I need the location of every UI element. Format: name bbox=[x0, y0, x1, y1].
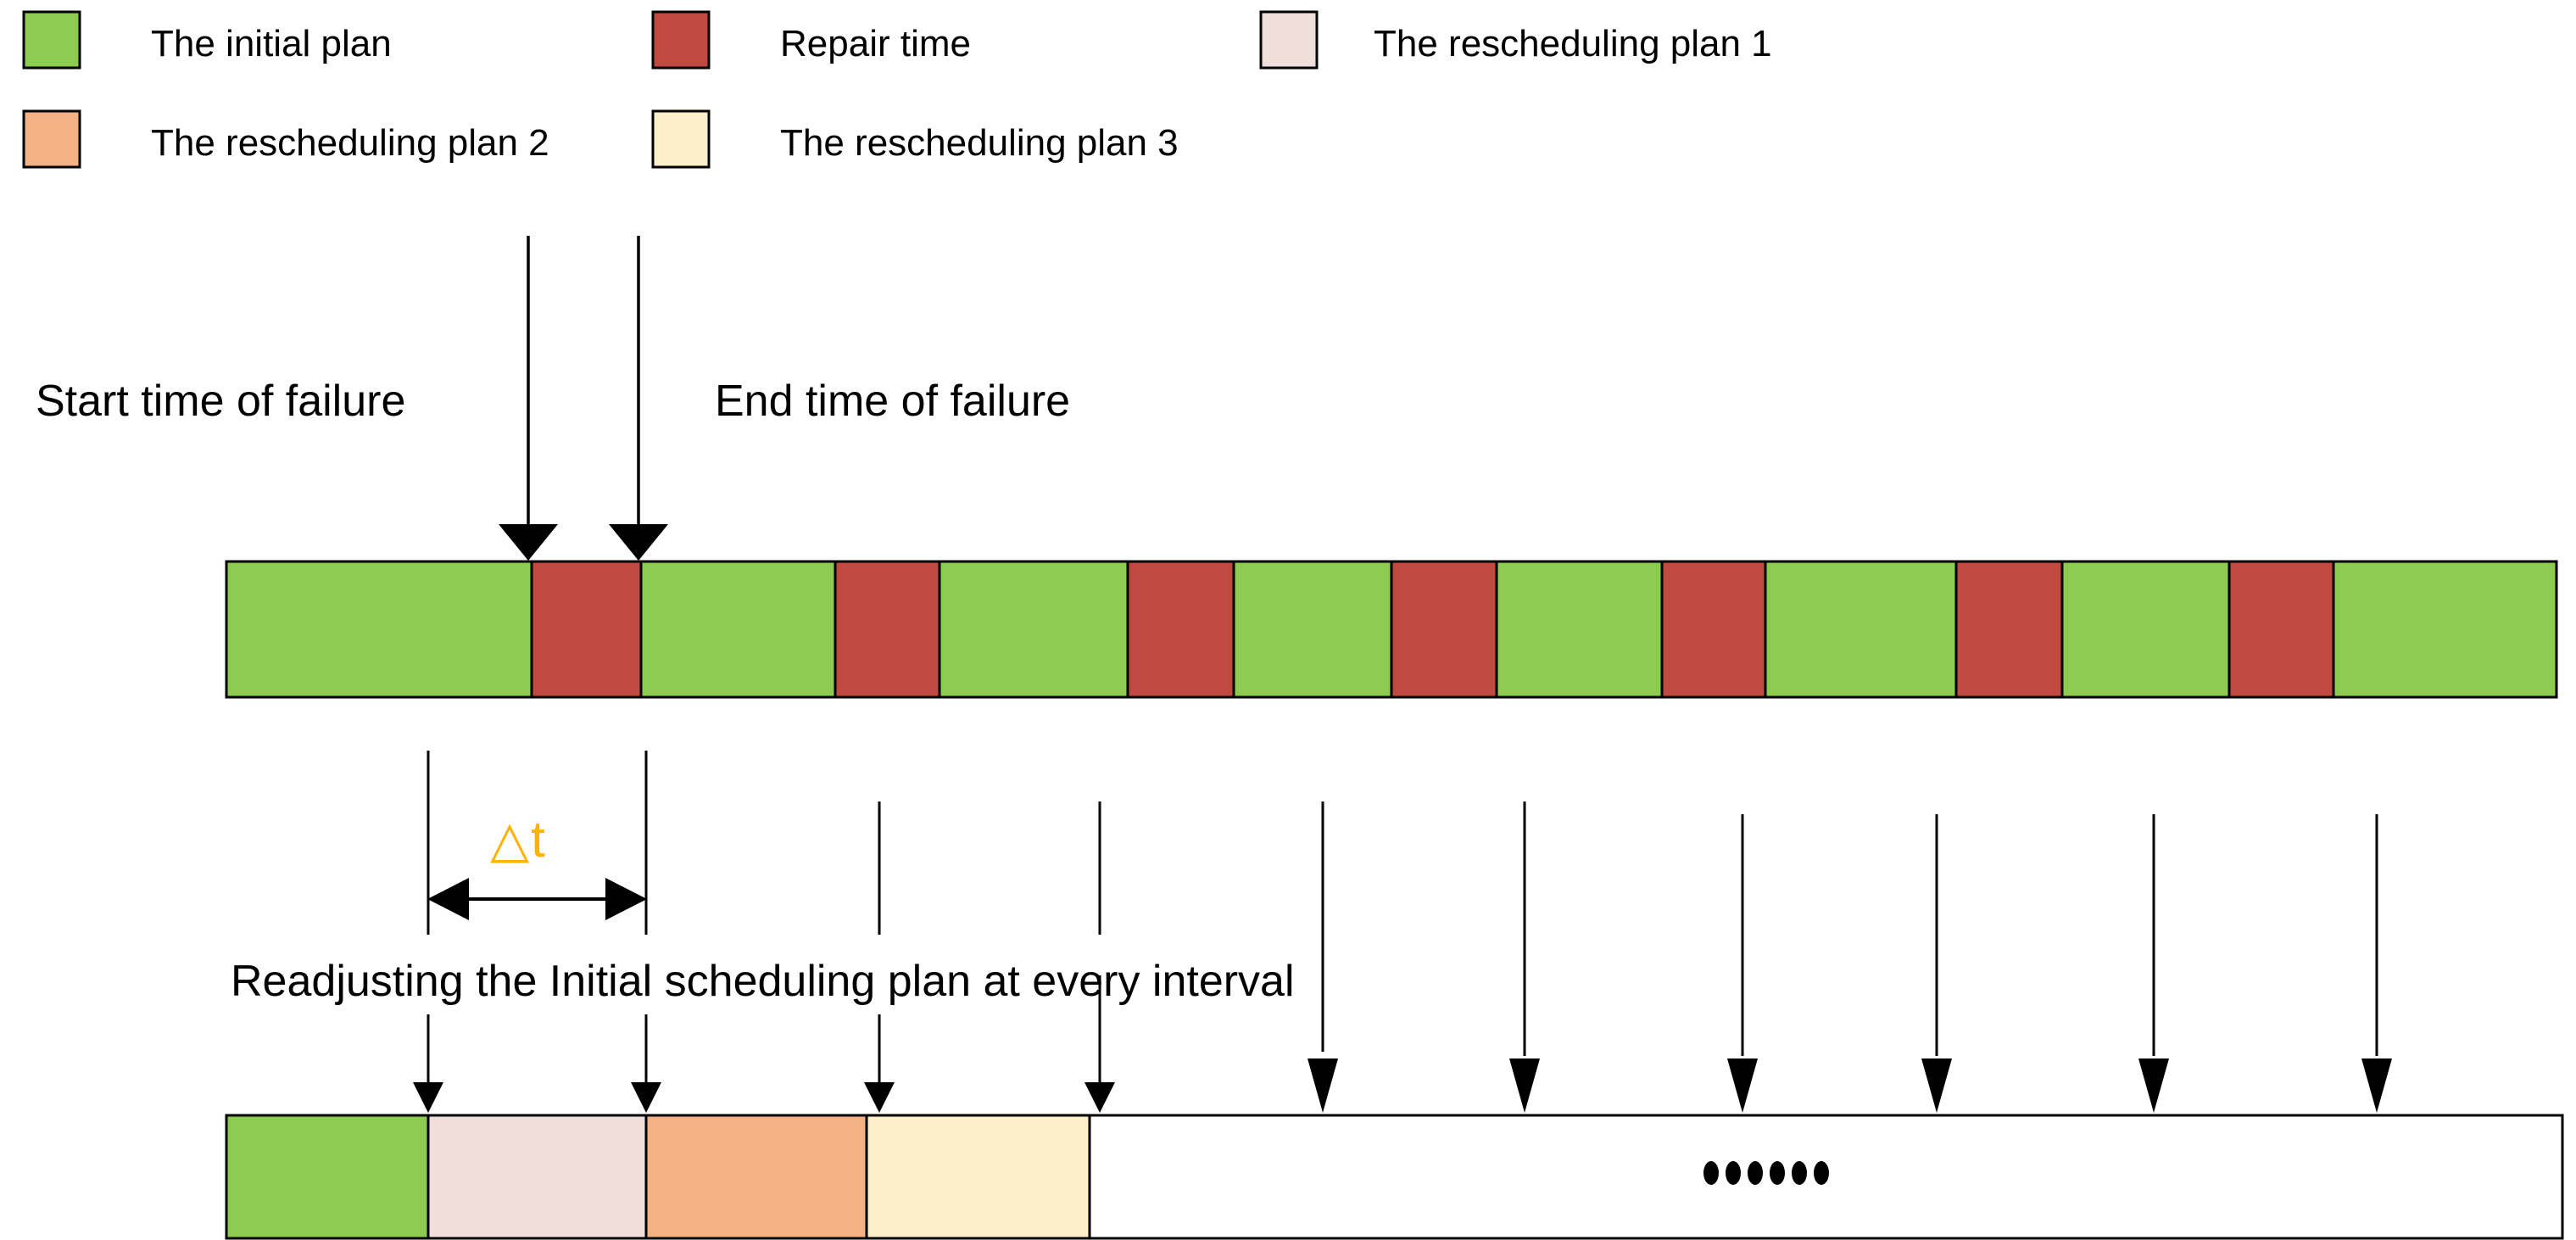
ellipsis-dot bbox=[1703, 1161, 1719, 1185]
ellipsis-dot bbox=[1748, 1161, 1763, 1185]
rescheduled-plan-bar bbox=[225, 1114, 2564, 1240]
timeline-segment-initial-plan bbox=[1764, 560, 1958, 699]
timeline-segment-repair-time bbox=[530, 560, 643, 699]
interval-arrow-head bbox=[2138, 1058, 2169, 1113]
interval-arrow bbox=[2138, 1058, 2169, 1113]
ellipsis-dot bbox=[1770, 1161, 1785, 1185]
legend-item-initial-plan: The initial plan bbox=[22, 10, 392, 70]
legend-item-rescheduling-plan-2: The rescheduling plan 2 bbox=[22, 109, 549, 169]
interval-arrow-head bbox=[1308, 1058, 1338, 1113]
readjusting-note-label: Readjusting the Initial scheduling plan … bbox=[231, 957, 1295, 1006]
interval-arrow bbox=[631, 1014, 661, 1113]
interval-arrow-head bbox=[1084, 1082, 1115, 1113]
timeline-segment-repair-time bbox=[1390, 560, 1498, 699]
legend-label-repair-time: Repair time bbox=[780, 23, 971, 64]
timeline-segment-initial-plan bbox=[639, 560, 837, 699]
interval-arrow bbox=[2361, 1058, 2392, 1113]
timeline-segment-repair-time bbox=[2228, 560, 2335, 699]
reschedule-segment-initial-plan bbox=[225, 1114, 430, 1240]
timeline-segment-repair-time bbox=[1126, 560, 1235, 699]
timeline-segment-initial-plan bbox=[1495, 560, 1664, 699]
interval-arrow-head bbox=[1727, 1058, 1758, 1113]
interval-arrow-head bbox=[631, 1082, 661, 1113]
interval-tick-lines bbox=[427, 751, 2378, 1056]
legend-item-repair-time: Repair time bbox=[651, 10, 971, 70]
legend-item-rescheduling-plan-1: The rescheduling plan 1 bbox=[1259, 10, 1772, 70]
initial-plan-timeline-bar bbox=[225, 560, 2558, 699]
timeline-segment-initial-plan bbox=[2060, 560, 2231, 699]
interval-arrow-head bbox=[1509, 1058, 1540, 1113]
legend-swatch-initial-plan bbox=[22, 10, 81, 70]
legend-label-rescheduling-plan-2: The rescheduling plan 2 bbox=[151, 122, 549, 164]
interval-arrow-head bbox=[864, 1082, 895, 1113]
interval-arrow-head bbox=[2361, 1058, 2392, 1113]
interval-arrow bbox=[1727, 1058, 1758, 1113]
interval-arrow-head bbox=[1921, 1058, 1952, 1113]
reschedule-segment-plan-1 bbox=[427, 1114, 648, 1240]
delta-t-dimension: △t bbox=[427, 811, 647, 920]
timeline-segment-repair-time bbox=[1660, 560, 1767, 699]
legend: The initial plan Repair time The resched… bbox=[22, 10, 1772, 169]
delta-t-right-arrow-head bbox=[605, 878, 647, 920]
end-of-failure-arrow-head bbox=[609, 524, 668, 561]
timeline-segment-repair-time bbox=[1954, 560, 2064, 699]
end-of-failure-arrow bbox=[609, 236, 668, 561]
timeline-segment-initial-plan bbox=[225, 560, 533, 699]
interval-arrow bbox=[1308, 1058, 1338, 1113]
interval-arrow bbox=[1509, 1058, 1540, 1113]
timeline-segment-initial-plan bbox=[1232, 560, 1393, 699]
interval-arrow bbox=[864, 1014, 895, 1113]
end-time-of-failure-label: End time of failure bbox=[715, 377, 1070, 426]
legend-swatch-rescheduling-plan-3 bbox=[651, 109, 711, 169]
timeline-segment-repair-time bbox=[834, 560, 941, 699]
legend-label-rescheduling-plan-3: The rescheduling plan 3 bbox=[780, 122, 1179, 164]
legend-item-rescheduling-plan-3: The rescheduling plan 3 bbox=[651, 109, 1179, 169]
legend-swatch-repair-time bbox=[651, 10, 711, 70]
legend-label-initial-plan: The initial plan bbox=[151, 23, 392, 64]
interval-arrow-head bbox=[413, 1082, 443, 1113]
interval-arrow bbox=[1084, 975, 1115, 1113]
legend-label-rescheduling-plan-1: The rescheduling plan 1 bbox=[1374, 23, 1772, 64]
start-of-failure-arrow-head bbox=[499, 524, 558, 561]
timeline-segment-initial-plan bbox=[938, 560, 1129, 699]
interval-arrow bbox=[1921, 1058, 1952, 1113]
ellipsis-dot bbox=[1726, 1161, 1741, 1185]
reschedule-segment-plan-2 bbox=[644, 1114, 868, 1240]
legend-swatch-rescheduling-plan-2 bbox=[22, 109, 81, 169]
ellipsis-dot bbox=[1792, 1161, 1807, 1185]
timeline-segment-initial-plan bbox=[2332, 560, 2558, 699]
ellipsis-dot bbox=[1814, 1161, 1829, 1185]
interval-arrow bbox=[413, 1014, 443, 1113]
delta-t-left-arrow-head bbox=[427, 878, 469, 920]
failure-marker-arrows bbox=[499, 236, 668, 561]
legend-swatch-rescheduling-plan-1 bbox=[1259, 10, 1319, 70]
interval-arrow-heads bbox=[413, 975, 2392, 1113]
start-time-of-failure-label: Start time of failure bbox=[36, 377, 405, 426]
reschedule-segment-plan-3 bbox=[865, 1114, 1091, 1240]
ellipsis-dots bbox=[1703, 1161, 1829, 1185]
delta-t-label: △t bbox=[490, 811, 547, 868]
start-of-failure-arrow bbox=[499, 236, 558, 561]
